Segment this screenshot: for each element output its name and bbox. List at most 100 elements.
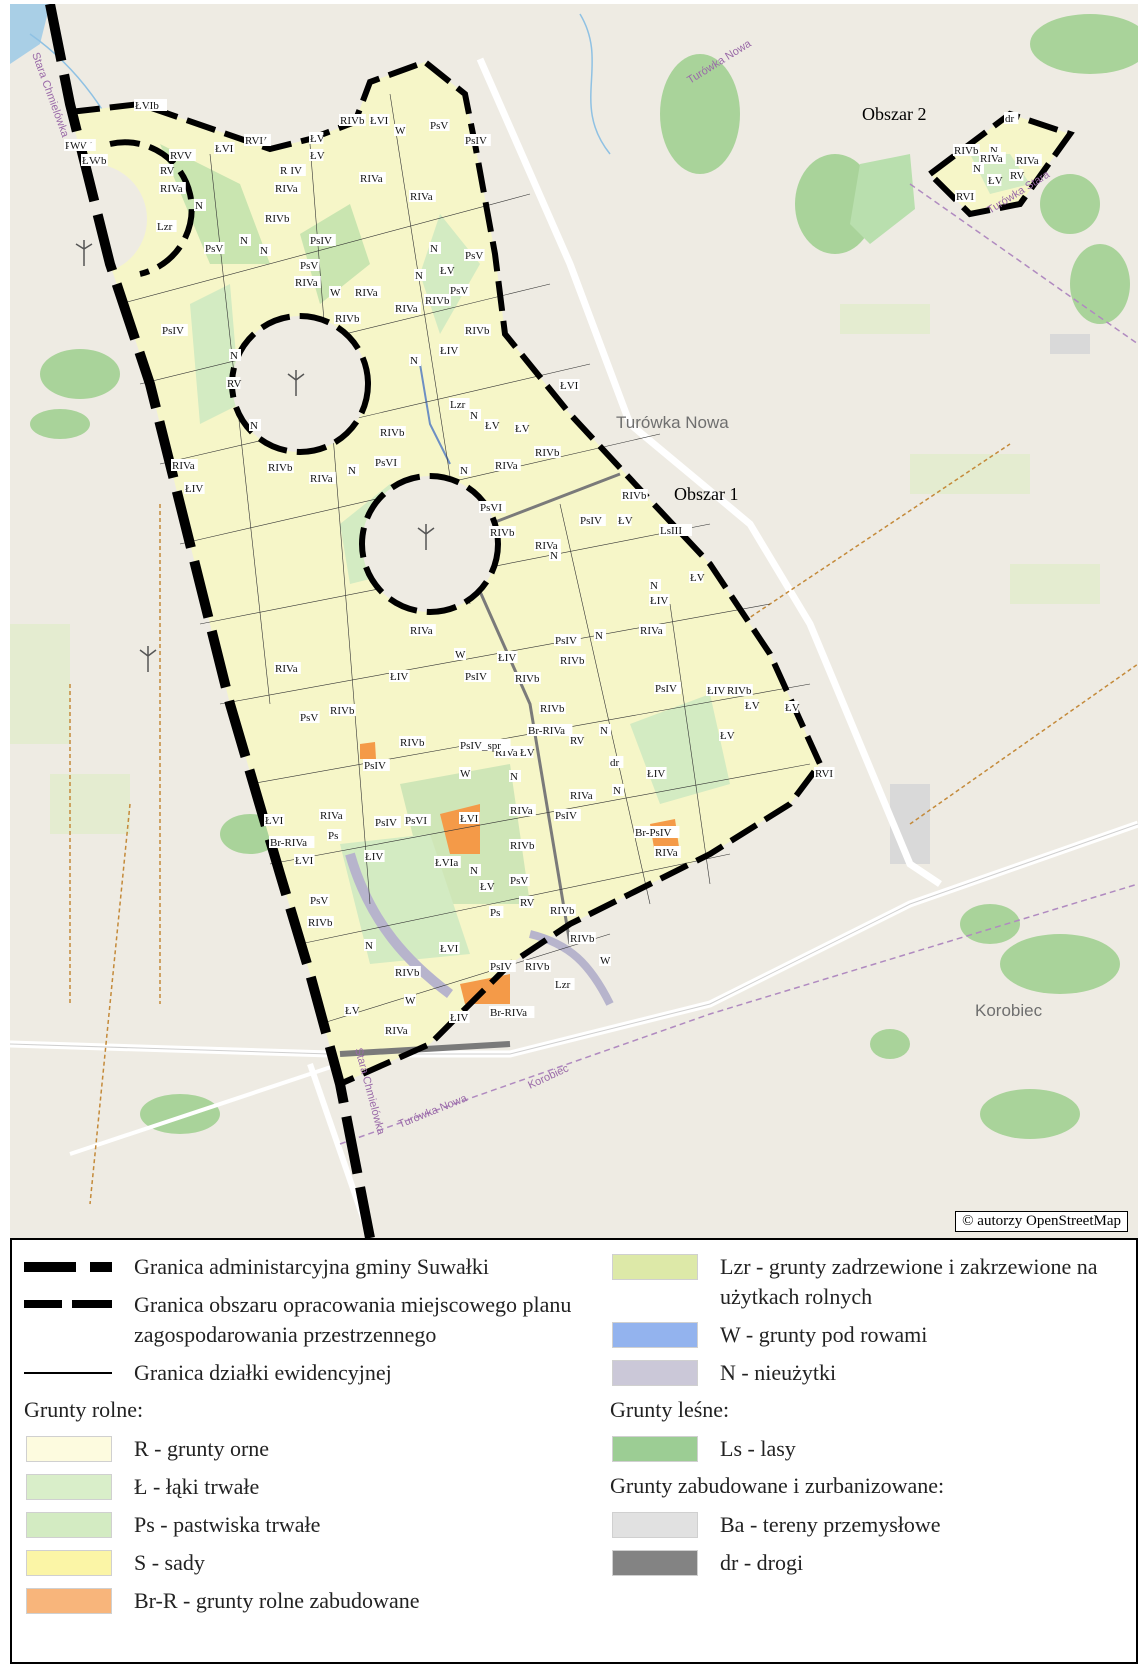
parcel-label-bg (554, 634, 581, 646)
parcel-label: RIVa (160, 183, 183, 195)
parcel-label-bg (449, 398, 470, 410)
parcel-label-bg (294, 854, 315, 866)
parcel-label-bg (244, 134, 265, 146)
parcel-label: PsIV (490, 961, 512, 973)
parcel-label: ŁV (520, 747, 535, 759)
parcel-label-bg (509, 874, 530, 886)
parcel-label-bg (479, 880, 494, 892)
parcel-label-bg (363, 759, 390, 771)
parcel-label: N (650, 580, 658, 592)
parcel-label: ŁIV (185, 483, 203, 495)
area-labels: Obszar 1 Obszar 2 (674, 104, 926, 504)
parcel-label: ŁVIa (435, 857, 458, 869)
legend-item: Ps - pastwiska trwałe (24, 1510, 594, 1540)
parcel-label-bg (294, 276, 321, 288)
parcel-label: N (250, 420, 258, 432)
parcel-label-bg (394, 124, 406, 136)
parcel-label-bg (609, 756, 624, 768)
parcel-label: N (990, 145, 998, 157)
legend-item: W - grunty pod rowami (610, 1320, 1130, 1350)
parcel-label: N (365, 940, 373, 952)
parcel-label-bg (524, 960, 551, 972)
parcel-label: ŁV (720, 730, 735, 742)
parcel-label: ŁV (480, 881, 495, 893)
parcel-label: ŁVI (295, 855, 314, 867)
parcel-label-bg (719, 729, 734, 741)
parcel-label: ŁIV (365, 851, 383, 863)
parcel-label: RIVb (340, 115, 365, 127)
parcel-label-bg (159, 182, 186, 194)
parcel-label-bg (514, 422, 529, 434)
parcel-label: PsIV (555, 635, 577, 647)
parcel-label: RIVa (510, 805, 533, 817)
parcel-label: RV (1010, 170, 1024, 182)
parcel-label-bg (579, 514, 606, 526)
place-label: Korobiec (975, 1001, 1043, 1020)
parcel-label: ŁV (82, 155, 97, 167)
parcel-label-bg (549, 904, 576, 916)
parcel-label-bg (659, 524, 692, 536)
parcel-label: N (600, 725, 608, 737)
legend-group-heading: Grunty rolne: (24, 1397, 144, 1422)
parcel-label-bg (369, 114, 390, 126)
parcel-label: PsV (205, 243, 223, 255)
parcel-label-bg (347, 464, 359, 476)
parcel-label: R (280, 165, 288, 177)
parcel-label: PsIV (580, 515, 602, 527)
parcel-label-bg (489, 526, 516, 538)
legend-item: Lzr - grunty zadrzewione i zakrzewione n… (610, 1252, 1130, 1312)
parcel-label-bg (364, 850, 385, 862)
parcel-label: PsIV (655, 683, 677, 695)
parcel-label-bg (194, 199, 206, 211)
parcel-label-bg (744, 699, 759, 711)
parcel-label: W (405, 995, 416, 1007)
parcel-label-bg (569, 734, 584, 746)
parcel-label-bg (534, 446, 561, 458)
parcel-label: ŁV (310, 133, 325, 145)
parcel-label-bg (374, 816, 401, 828)
parcel-label-bg (654, 846, 681, 858)
parcel-label-bg (554, 978, 575, 990)
parcel-label-bg (464, 249, 485, 261)
legend-symbol (24, 1510, 112, 1540)
parcel-label: RIVa (395, 303, 418, 315)
legend-item: Br-R - grunty rolne zabudowane (24, 1586, 594, 1616)
legend-label: Ba - tereny przemysłowe (720, 1512, 941, 1537)
parcel-label: RIVa (320, 810, 343, 822)
parcel-label-bg (439, 942, 460, 954)
legend-symbol (24, 1290, 112, 1320)
parcel-label-bg (617, 514, 632, 526)
parcel-label-bg (309, 472, 336, 484)
parcel-label: N (430, 243, 438, 255)
parcel-label: ŁV (515, 423, 530, 435)
parcel-label: ŁIV (440, 345, 458, 357)
parcel-label: ŁIV (707, 685, 725, 697)
parcel-label: N (348, 465, 356, 477)
parcel-label: ŁIV (498, 652, 516, 664)
map-attribution: © autorzy OpenStreetMap (955, 1211, 1128, 1232)
parcel-label-bg (364, 939, 376, 951)
legend-symbol (610, 1434, 698, 1464)
parcel-label-bg (156, 220, 177, 232)
legend-label: Lzr - grunty zadrzewione i zakrzewione n… (720, 1254, 1098, 1309)
obszar-2-label: Obszar 2 (862, 104, 926, 124)
parcel-label: ŁIV (647, 768, 665, 780)
place-label: Turówka Nowa (616, 413, 729, 432)
parcel-label-bg (379, 426, 406, 438)
parcel-label-bg (784, 701, 799, 713)
parcel-label-bg (81, 154, 96, 166)
legend-label: Granica działki ewidencyjnej (134, 1360, 392, 1385)
parcel-label-bg (429, 119, 450, 131)
parcel-label-bg (559, 654, 586, 666)
parcel-label: RV (160, 165, 174, 177)
parcel-label-bg (344, 1004, 359, 1016)
parcel-label: RIVb (425, 295, 450, 307)
parcel-label: Br-RIVa (270, 837, 307, 849)
legend-label: Granica administarcyjna gminy Suwałki (134, 1254, 489, 1279)
parcel-label-bg (239, 234, 251, 246)
map[interactable]: RIVbPsIVRIIIbPsIVPsIVŁVIPsIVŁVRIVbŁVIWPs… (10, 4, 1138, 1238)
parcel-label-bg (384, 1024, 411, 1036)
parcel-label: RIVa (172, 460, 195, 472)
parcel-label: ŁIV (450, 1012, 468, 1024)
